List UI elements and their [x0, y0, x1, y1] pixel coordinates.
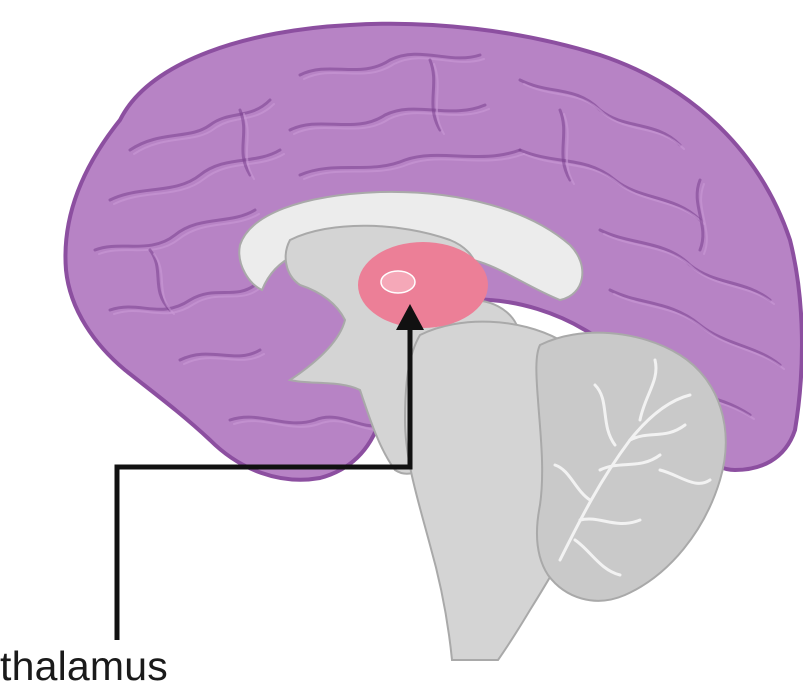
thalamus-label: thalamus: [0, 641, 168, 691]
thalamus: [358, 242, 488, 328]
cerebellum: [536, 333, 725, 601]
thalamus-highlight: [381, 271, 415, 293]
